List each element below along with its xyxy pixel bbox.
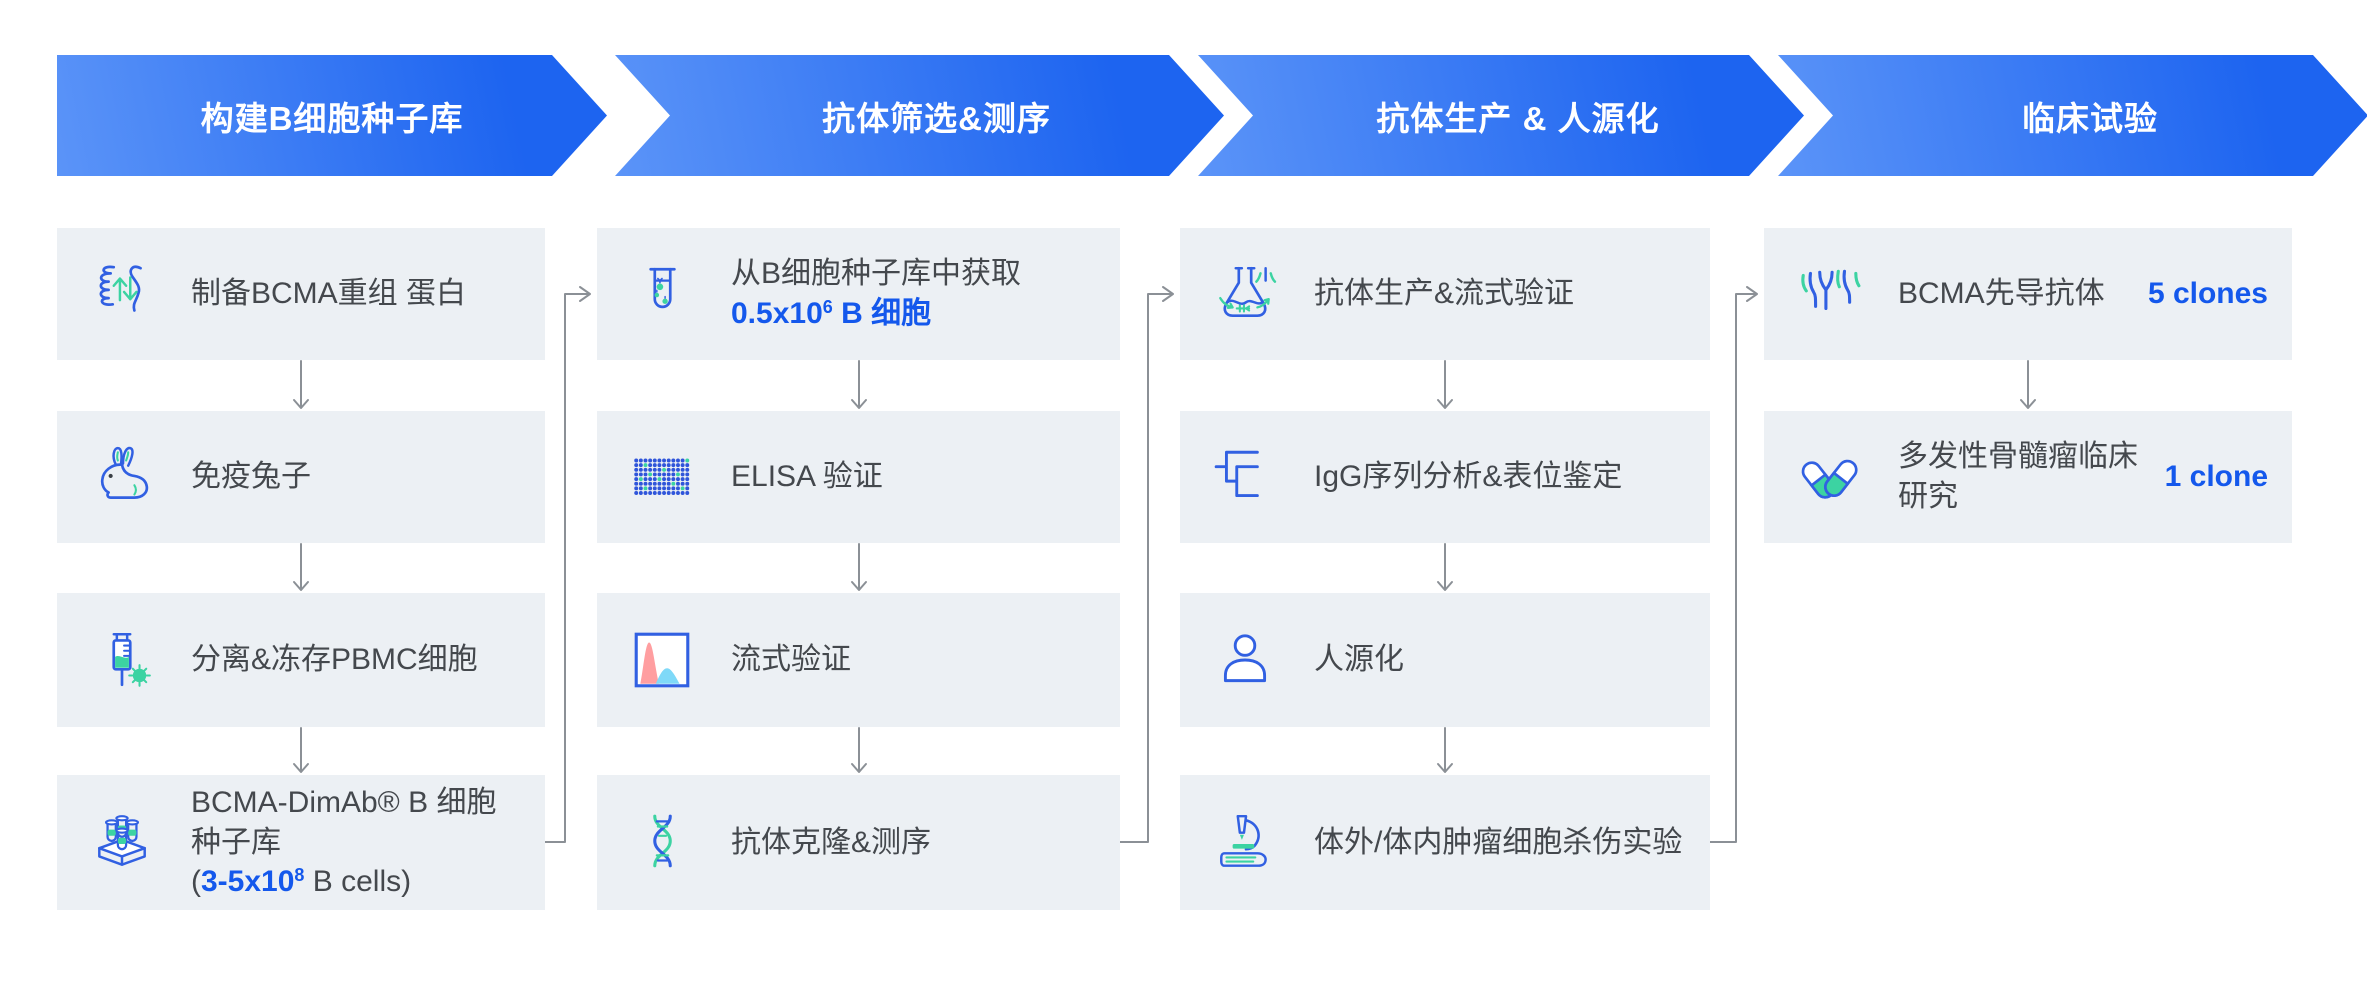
step-label: 从B细胞种子库中获取 0.5x106 B 细胞 [731,254,1021,333]
step-box-1-1: 制备BCMA重组 蛋白 [57,228,545,360]
antibody-icon [1796,261,1862,327]
step-label: ELISA 验证 [731,457,883,497]
step-label: 人源化 [1314,640,1404,680]
step-label-segment: 8 [294,865,305,886]
flow-connector-1 [544,284,597,850]
rabbit-icon [89,444,155,510]
step-label-segment: ELISA 验证 [731,460,883,494]
step-box-1-2: 免疫兔子 [57,411,545,543]
syringe-icon [89,627,155,693]
phase-banner-4: 临床试验 [1778,55,2367,176]
clone-count-badge: 1 clone [2164,460,2268,493]
step-label-segment: 从B细胞种子库中获取 [731,257,1022,291]
phase-banner-1: 构建B细胞种子库 [57,55,607,176]
step-box-3-2: IgG序列分析&表位鉴定 [1180,411,1710,543]
step-box-2-4: 抗体克隆&测序 [597,775,1120,910]
microplate-icon [629,444,695,510]
flow-arrow-down [847,543,871,593]
step-label: BCMA先导抗体 [1898,274,2105,314]
tube-rack-icon [89,810,155,876]
phase-banner-label: 抗体筛选&测序 [822,99,1051,137]
step-label-segment: 3-5x10 [201,865,295,899]
step-label-segment: B 细胞 [832,297,932,330]
step-box-3-4: 体外/体内肿瘤细胞杀伤实验 [1180,775,1710,910]
flow-connector-2 [1119,284,1180,850]
step-box-1-4: BCMA-DimAb® B 细胞 种子库 (3-5x108 B cells) [57,775,545,910]
step-label-segment: 制备BCMA重组 蛋白 [191,277,467,311]
clone-count-badge: 5 clones [2147,277,2268,310]
step-label: 抗体克隆&测序 [731,823,931,863]
step-label-segment: B cells) [304,865,412,899]
step-box-4-2: 多发性骨髓瘤临床 研究 1 clone [1764,411,2292,543]
step-label-segment: 多发性骨髓瘤临床 研究 [1898,440,2138,513]
step-label-segment: BCMA先导抗体 [1898,277,2105,311]
phase-banner-3: 抗体生产 & 人源化 [1198,55,1804,176]
flow-arrow-down [847,360,871,411]
step-label: BCMA-DimAb® B 细胞 种子库 (3-5x108 B cells) [191,783,496,902]
step-label: 体外/体内肿瘤细胞杀伤实验 [1314,823,1682,863]
step-box-1-3: 分离&冻存PBMC细胞 [57,593,545,727]
phase-banner-label: 抗体生产 & 人源化 [1376,99,1660,137]
step-box-2-2: ELISA 验证 [597,411,1120,543]
step-label: 分离&冻存PBMC细胞 [191,640,478,680]
step-label: IgG序列分析&表位鉴定 [1314,457,1622,497]
step-label-segment: 0.5x10 [731,297,823,330]
step-box-3-3: 人源化 [1180,593,1710,727]
flow-arrow-down [289,543,313,593]
flow-arrow-down [289,360,313,411]
step-box-3-1: 抗体生产&流式验证 [1180,228,1710,360]
histogram-icon [629,627,695,693]
step-label-segment: 体外/体内肿瘤细胞杀伤实验 [1314,825,1683,859]
step-label-segment: 6 [822,297,833,318]
microscope-icon [1212,810,1278,876]
step-label-segment: 分离&冻存PBMC细胞 [191,643,478,677]
step-box-2-1: 从B细胞种子库中获取 0.5x106 B 细胞 [597,228,1120,360]
phase-banner-2: 抗体筛选&测序 [615,55,1224,176]
step-label: 制备BCMA重组 蛋白 [191,274,466,314]
step-label-segment: IgG序列分析&表位鉴定 [1314,460,1623,494]
dna-icon [629,810,695,876]
step-label-segment: 流式验证 [731,643,851,677]
step-label: 流式验证 [731,640,851,680]
test-tube-icon [629,261,695,327]
step-label-segment: BCMA-DimAb® B 细胞 种子库 ( [191,786,497,899]
tree-icon [1212,444,1278,510]
flask-icon [1212,261,1278,327]
phase-banner-label: 构建B细胞种子库 [200,99,464,137]
step-label-segment: 人源化 [1314,643,1404,677]
step-label: 抗体生产&流式验证 [1314,274,1574,314]
step-label: 多发性骨髓瘤临床 研究 [1898,437,2138,516]
capsules-icon [1796,444,1862,510]
flow-connector-3 [1709,284,1764,850]
step-box-2-3: 流式验证 [597,593,1120,727]
flow-arrow-down [1433,360,1457,411]
flow-arrow-down [1433,543,1457,593]
protein-icon [89,261,155,327]
flow-arrow-down [289,727,313,775]
step-label: 免疫兔子 [191,457,311,497]
phase-banner-label: 临床试验 [2022,99,2158,137]
step-label-segment: 免疫兔子 [191,460,311,494]
step-box-4-1: BCMA先导抗体 5 clones [1764,228,2292,360]
person-icon [1212,627,1278,693]
step-label-segment: 抗体克隆&测序 [731,825,932,859]
step-label-segment: 抗体生产&流式验证 [1314,277,1575,311]
flow-arrow-down [1433,727,1457,775]
flow-arrow-down [847,727,871,775]
flow-arrow-down [2016,360,2040,411]
